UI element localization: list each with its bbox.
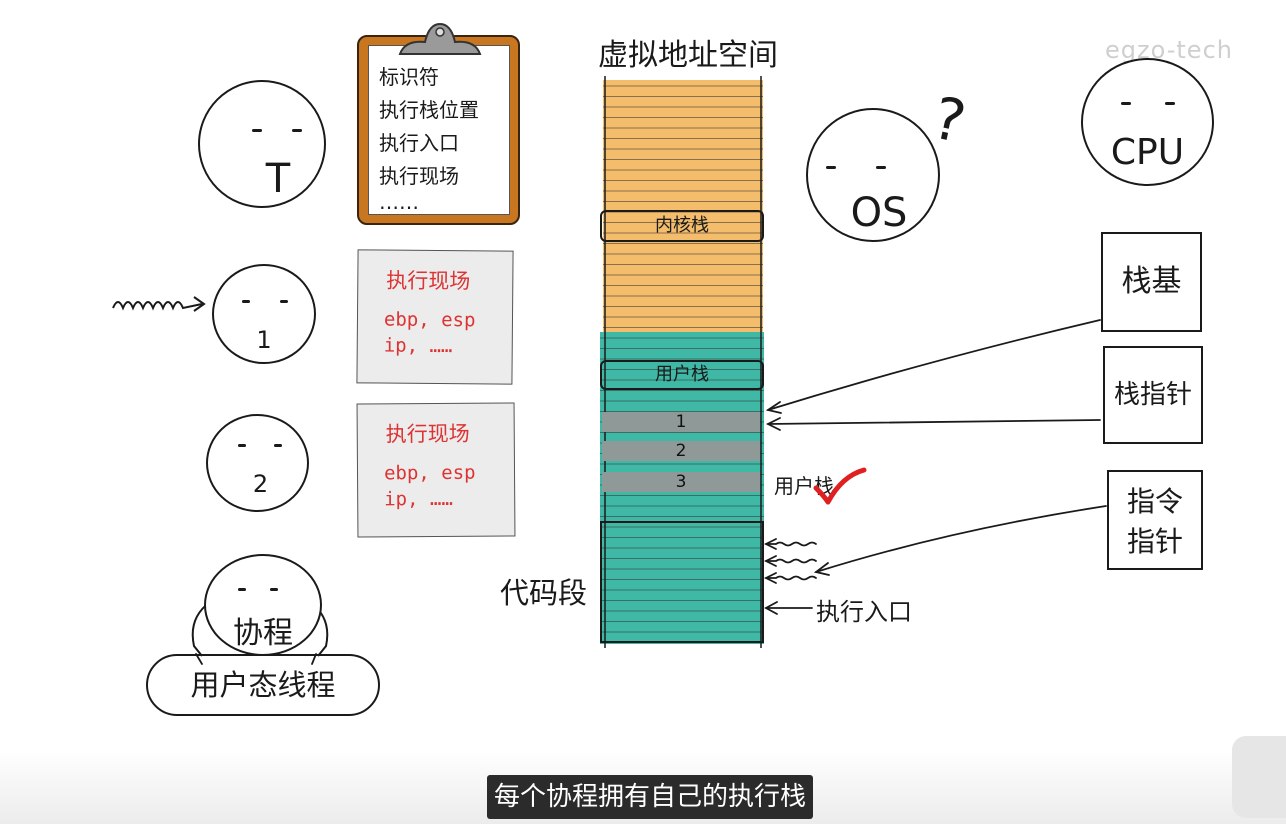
coroutine-1-face: 1	[212, 264, 316, 364]
coroutine-2-label: 2	[252, 470, 269, 498]
instruction-pointer-register: 指令 指针	[1107, 470, 1203, 570]
user-thread-pill: 用户态线程	[146, 654, 380, 716]
context-card-title: 执行现场	[386, 268, 471, 294]
instruction-pointer-arrow	[815, 505, 1107, 573]
context-card-regs: ebp, esp ip, ……	[384, 307, 512, 360]
code-arrow-3	[765, 575, 817, 581]
clipboard-line: 标识符	[379, 65, 439, 89]
coroutine-1-label: 1	[256, 326, 272, 354]
eye-left	[826, 166, 836, 169]
context-card-line: ip, ……	[384, 487, 453, 511]
code-segment-label: 代码段	[500, 576, 588, 610]
stack-slot-1: 1	[602, 412, 760, 432]
eye-left	[238, 588, 246, 591]
exec-entry-label: 执行入口	[816, 598, 912, 626]
stack-base-register: 栈基	[1101, 232, 1202, 332]
thread-face: T	[198, 80, 326, 208]
coroutine-face: 协程	[204, 554, 322, 656]
question-mark: ?	[927, 83, 972, 157]
stack-pointer-register: 栈指针	[1103, 346, 1203, 444]
coroutine-face-label: 协程	[233, 616, 293, 651]
code-arrow-1	[765, 541, 817, 547]
stack-pointer-arrow	[767, 419, 1101, 425]
clipboard-line: ……	[379, 190, 419, 214]
user-stack-band: 用户栈	[600, 360, 764, 390]
watermark: egzo-tech	[1105, 36, 1233, 64]
kernel-stack-band: 内核栈	[600, 210, 764, 242]
subtitle: 每个协程拥有自己的执行栈	[487, 775, 813, 819]
eye-left	[238, 444, 246, 447]
context-card-line: ebp, esp	[383, 461, 476, 485]
coroutine-2-face: 2	[206, 414, 309, 512]
eye-right	[1165, 102, 1175, 105]
context-card-2: 执行现场 ebp, esp ip, ……	[356, 402, 516, 538]
stack-slot-2: 2	[602, 441, 760, 461]
thread-face-label: T	[265, 156, 291, 202]
checkmark-icon	[813, 467, 867, 505]
eye-right	[280, 300, 288, 303]
wavy-arrow-icon	[112, 296, 206, 312]
eye-left	[1121, 102, 1131, 105]
eye-right	[876, 166, 886, 169]
clipboard-line: 执行入口	[379, 131, 459, 155]
context-card-1: 执行现场 ebp, esp ip, ……	[356, 249, 514, 385]
os-face: OS	[806, 108, 940, 242]
clipboard-clip-icon	[398, 22, 482, 55]
stack-slot-3: 3	[602, 472, 760, 492]
clipboard-paper: 标识符 执行栈位置 执行入口 执行现场 ……	[368, 45, 510, 215]
context-card-line: ip, ……	[383, 334, 453, 358]
os-face-label: OS	[850, 190, 908, 236]
eye-left	[242, 300, 250, 303]
cpu-face: CPU	[1081, 58, 1214, 186]
player-logo-icon	[1232, 736, 1286, 818]
eye-right	[292, 129, 302, 132]
code-arrow-2	[765, 558, 817, 564]
eye-right	[274, 444, 282, 447]
context-card-line: ebp, esp	[383, 308, 476, 332]
clipboard-line: 执行现场	[379, 164, 459, 188]
instruction-pointer-line: 指针	[1126, 525, 1183, 558]
instruction-pointer-line: 指令	[1126, 485, 1183, 518]
context-card-title: 执行现场	[385, 421, 470, 447]
eye-right	[270, 588, 278, 591]
diagram-title: 虚拟地址空间	[598, 38, 778, 73]
cpu-face-label: CPU	[1110, 132, 1185, 173]
stack-base-arrow	[767, 319, 1101, 411]
eye-left	[252, 129, 262, 132]
clipboard-line: 执行栈位置	[379, 98, 479, 122]
user-thread-label: 用户态线程	[190, 668, 336, 702]
context-card-regs: ebp, esp ip, ……	[384, 459, 514, 512]
